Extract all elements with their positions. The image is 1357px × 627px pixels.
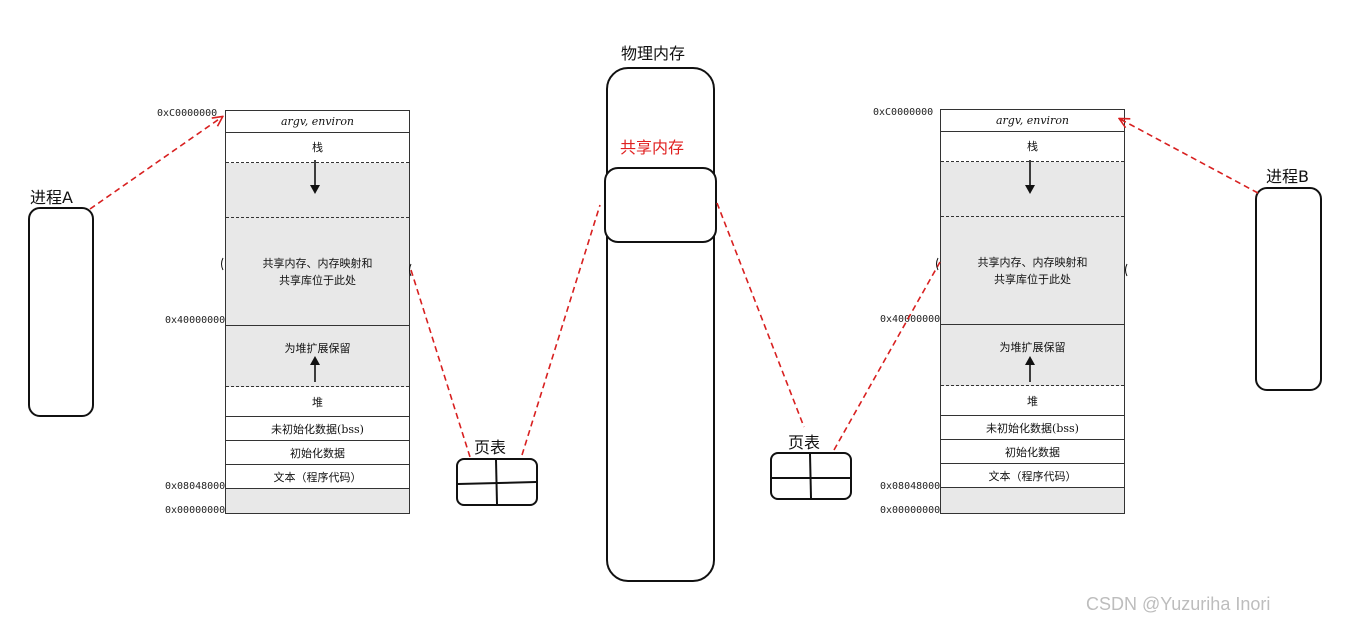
- physical-memory: [606, 67, 715, 582]
- stack-arrowhead-b: [1025, 185, 1035, 194]
- brace-tick-b-left: [936, 257, 939, 271]
- watermark: CSDN @Yuzuriha Inori: [1086, 594, 1271, 614]
- brace-tick-a-right: [409, 263, 412, 277]
- addr-b-text: 0x08048000: [880, 481, 941, 492]
- brace-tick-b-right: [1125, 263, 1128, 277]
- seg-reserved: [941, 488, 1124, 513]
- seg-stack: 栈: [941, 132, 1124, 162]
- seg-argv: argv, environ: [226, 111, 409, 133]
- seg-heap-reserve: 为堆扩展保留: [941, 325, 1124, 386]
- addr-a-text: 0x08048000: [165, 481, 226, 492]
- shared-memory-label: 共享内存: [620, 138, 685, 157]
- arrow-process-a: [89, 117, 222, 210]
- seg-stack: 栈: [226, 133, 409, 163]
- page-table-a-vline: [495, 459, 498, 505]
- line-shm-to-pagetable-b: [716, 202, 805, 428]
- page-table-b-vline: [809, 453, 812, 499]
- process-b-box: [1255, 187, 1322, 391]
- addr-a-top: 0xC0000000: [157, 108, 218, 119]
- shared-memory-region: [604, 167, 717, 243]
- seg-data: 初始化数据: [226, 441, 409, 465]
- seg-reserved: [226, 489, 409, 513]
- stack-arrowhead-a: [310, 185, 320, 194]
- address-space-b: argv, environ 栈 共享内存、内存映射和 共享库位于此处 为堆扩展保…: [940, 109, 1125, 514]
- line-pagetable-a-to-shm: [521, 204, 601, 456]
- page-table-b-label: 页表: [788, 433, 821, 452]
- seg-text: 文本（程序代码）: [226, 465, 409, 489]
- seg-heap: 堆: [941, 386, 1124, 416]
- process-a-box: [28, 207, 94, 417]
- seg-stack-grow: [226, 163, 409, 218]
- process-b-label: 进程B: [1266, 167, 1309, 186]
- seg-data: 初始化数据: [941, 440, 1124, 464]
- heap-arrowhead-a: [310, 356, 320, 365]
- seg-heap: 堆: [226, 387, 409, 417]
- seg-bss: 未初始化数据(bss): [941, 416, 1124, 440]
- physical-memory-title: 物理内存: [621, 44, 686, 63]
- seg-argv: argv, environ: [941, 110, 1124, 132]
- seg-shared: 共享内存、内存映射和 共享库位于此处: [226, 218, 409, 326]
- seg-shared: 共享内存、内存映射和 共享库位于此处: [941, 217, 1124, 325]
- page-table-a-label: 页表: [474, 438, 507, 457]
- addr-a-mid: 0x40000000: [165, 315, 226, 326]
- address-space-a: argv, environ 栈 共享内存、内存映射和 共享库位于此处 为堆扩展保…: [225, 110, 410, 514]
- addr-b-mid: 0x40000000: [880, 314, 941, 325]
- brace-tick-a-left: [221, 257, 224, 271]
- line-pagetable-b-to-b-shared: [833, 261, 941, 451]
- line-a-shared-to-pagetable: [410, 269, 471, 458]
- arrow-process-b: [1120, 119, 1259, 194]
- addr-b-zero: 0x00000000: [880, 505, 941, 516]
- seg-text: 文本（程序代码）: [941, 464, 1124, 488]
- addr-b-top: 0xC0000000: [873, 107, 934, 118]
- addr-a-zero: 0x00000000: [165, 505, 226, 516]
- heap-arrowhead-b: [1025, 356, 1035, 365]
- process-a-label: 进程A: [30, 188, 73, 207]
- seg-heap-reserve: 为堆扩展保留: [226, 326, 409, 387]
- seg-bss: 未初始化数据(bss): [226, 417, 409, 441]
